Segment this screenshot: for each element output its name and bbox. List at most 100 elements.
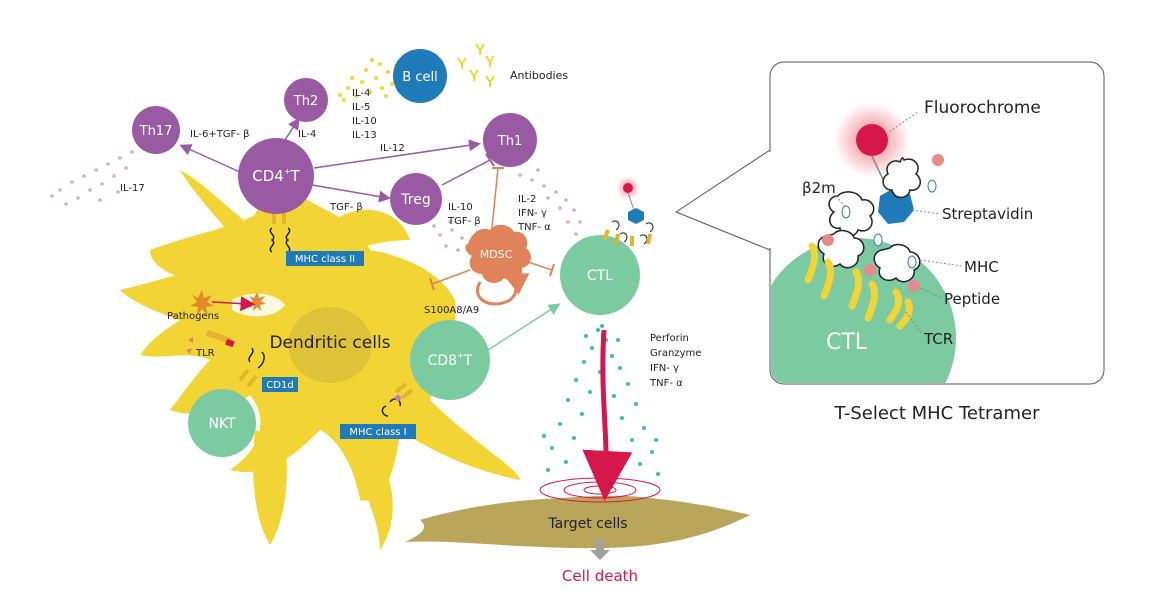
cd8t-cell xyxy=(410,320,490,400)
peptide-pointer xyxy=(919,287,943,299)
streptavidin-label: Streptavidin xyxy=(942,205,1033,223)
mhc-molecules xyxy=(817,157,921,283)
kill-arrow xyxy=(582,329,633,501)
cd1d-receptor xyxy=(238,347,265,388)
treg-label: Treg xyxy=(400,192,430,208)
dot-cloud-ctl xyxy=(542,324,660,476)
mdsc-label: MDSC xyxy=(480,248,513,261)
dot-cloud-th17 xyxy=(50,150,134,206)
il4-list-0: IL-4 xyxy=(352,88,370,99)
inset-ctl-label: CTL xyxy=(826,330,868,355)
th1-il2-label: IL-2 xyxy=(518,194,536,205)
b2m-ovals xyxy=(841,179,937,269)
dendritic-arm-1 xyxy=(320,209,410,255)
perforin-label: Perforin xyxy=(650,333,689,344)
dendritic-arm-3 xyxy=(253,430,287,545)
inhibit-mdsc-dc-cap xyxy=(429,277,435,291)
mhc2-badge-label: MHC class II xyxy=(295,254,355,265)
th17-label: Th17 xyxy=(139,124,173,139)
inhibit-treg-th1-cap xyxy=(485,153,495,167)
antibodies-label: Antibodies xyxy=(510,69,568,82)
b-cell-label: B cell xyxy=(402,70,437,85)
granzyme-label: Granzyme xyxy=(650,348,701,359)
treg-il10-label: IL-10 xyxy=(448,202,473,213)
cd1d-badge-label: CD1d xyxy=(266,380,293,391)
tcr-label: TCR xyxy=(923,330,953,348)
th1-ifn-label: IFN- γ xyxy=(518,208,547,219)
th2-label: Th2 xyxy=(293,94,318,109)
ctl-cell xyxy=(560,235,640,315)
peptide-label: Peptide xyxy=(944,290,1000,308)
fluorochrome-label: Fluorochrome xyxy=(924,98,1041,118)
inset-ctl-cell xyxy=(771,238,956,383)
tetramer-mini xyxy=(602,176,654,246)
th17-cell xyxy=(132,106,180,154)
mhc1-badge-label: MHC class I xyxy=(349,427,406,438)
cd8t-label: CD8+T xyxy=(428,351,473,369)
b-cell xyxy=(393,49,447,103)
il12-label: IL-12 xyxy=(380,143,405,154)
fluorochrome-dot xyxy=(856,124,888,156)
arrow-cd4-th1 xyxy=(313,139,481,169)
dot-cloud-treg xyxy=(432,220,472,252)
il17-label: IL-17 xyxy=(120,183,145,194)
il4-label: IL-4 xyxy=(298,129,316,140)
tcr-pointer xyxy=(905,311,923,335)
ctl-label: CTL xyxy=(587,268,613,284)
pathogen-icons xyxy=(190,290,266,315)
cell-death-label: Cell death xyxy=(562,567,638,585)
pathogens-label: Pathogens xyxy=(167,311,219,322)
tlr-receptor xyxy=(186,330,235,354)
cd4t-label: CD4+T xyxy=(252,167,300,185)
il4-list-2: IL-10 xyxy=(352,116,377,127)
mhc2-badge xyxy=(286,251,364,266)
b2m-label: β2m xyxy=(802,179,836,197)
target-cells-body xyxy=(405,495,750,549)
cd1d-badge xyxy=(262,377,298,392)
inset-content xyxy=(771,102,963,383)
tcr-receptors xyxy=(804,242,913,330)
inhibit-mdsc-ctl-cap xyxy=(549,263,555,277)
inhibit-mdsc-dc xyxy=(431,269,471,285)
mhc1-receptor xyxy=(381,382,414,417)
ctl-tnf-label: TNF- α xyxy=(649,378,683,389)
tlr-label: TLR xyxy=(195,348,215,359)
cell-death-arrow xyxy=(590,540,610,560)
inhibit-treg-th1 xyxy=(441,159,491,186)
th2-cell xyxy=(284,78,328,122)
dendritic-arm-2 xyxy=(180,170,250,240)
th1-cell xyxy=(483,113,537,167)
mhc1-badge xyxy=(340,424,416,439)
ctl-ifn-label: IFN- γ xyxy=(650,363,679,374)
dendritic-nucleus xyxy=(288,307,372,383)
dendritic-label: Dendritic cells xyxy=(269,333,390,353)
fluoro-pointer xyxy=(885,111,919,135)
dot-cloud-th1 xyxy=(518,168,582,236)
treg-tgf-label: TGF- β xyxy=(447,216,481,227)
dendritic-arm-4 xyxy=(340,440,393,550)
inset-callout-pointer xyxy=(674,149,771,251)
mhc-pointer xyxy=(919,259,963,267)
arrow-cd8-ctl xyxy=(487,303,561,351)
il4-list-3: IL-13 xyxy=(352,130,377,141)
target-rings xyxy=(539,477,661,503)
target-label: Target cells xyxy=(547,516,627,532)
mhc-label: MHC xyxy=(964,258,999,276)
il4-list-1: IL-5 xyxy=(352,102,370,113)
tgf-b-label: TGF- β xyxy=(329,202,363,213)
arrow-cd4-treg xyxy=(311,184,391,203)
mdsc-cell xyxy=(465,224,531,283)
nkt-cell xyxy=(188,389,256,457)
s100-label: S100A8/A9 xyxy=(424,305,479,316)
peptide-dots xyxy=(822,154,944,292)
inhibit-mdsc-th1 xyxy=(491,167,499,229)
b2m-pointer xyxy=(835,195,847,209)
cd4t-cell xyxy=(238,138,314,214)
strept-pointer xyxy=(911,209,941,215)
arrow-cd4-th17 xyxy=(179,144,241,173)
th1-tnf-label: TNF- α xyxy=(517,222,551,233)
mdsc-self-loop xyxy=(476,273,530,306)
arrow-cd4-th2 xyxy=(284,117,300,141)
il6-tgf-label: IL-6+TGF- β xyxy=(190,129,249,140)
